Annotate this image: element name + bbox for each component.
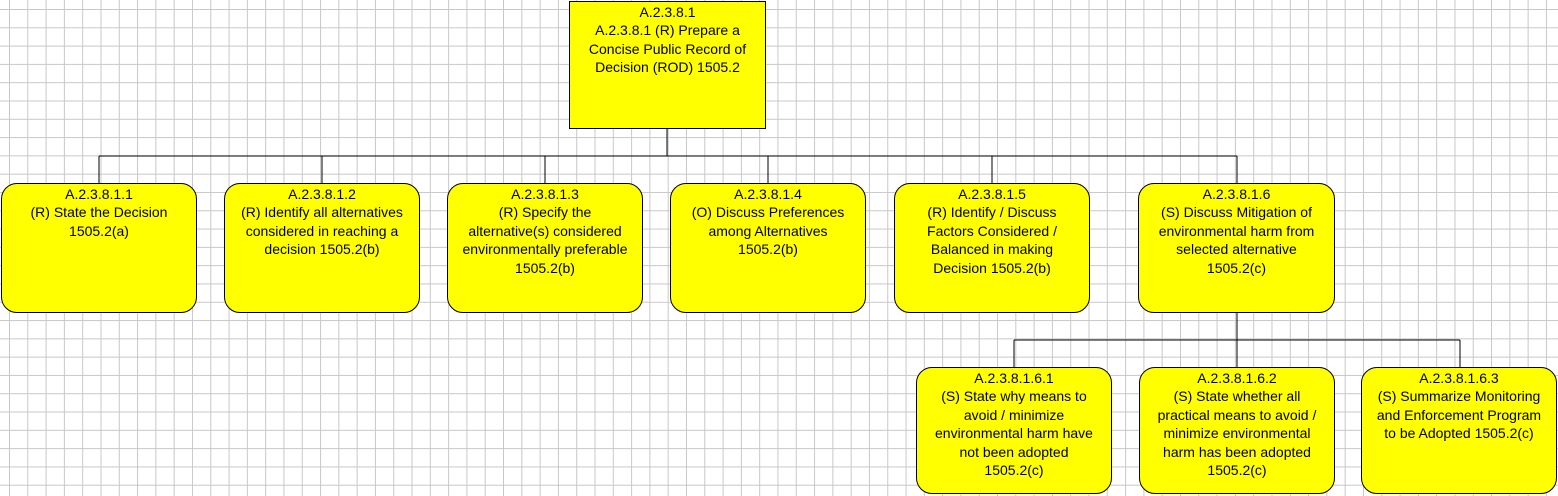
node-child-6[interactable]: A.2.3.8.1.6 (S) Discuss Mitigation of en… [1138,183,1335,313]
node-id: A.2.3.8.1.4 [734,186,802,202]
node-id: A.2.3.8.1.1 [65,186,133,202]
node-grandchild-2[interactable]: A.2.3.8.1.6.2 (S) State whether all prac… [1139,367,1335,494]
node-child-2[interactable]: A.2.3.8.1.2 (R) Identify all alternative… [224,183,420,313]
node-id: A.2.3.8.1.6 [1202,186,1271,202]
node-id: A.2.3.8.1.6.3 [1419,370,1499,386]
node-id: A.2.3.8.1.2 [288,186,356,202]
node-id: A.2.3.8.1.6.2 [1197,370,1277,386]
node-text: (S) Summarize Monitoring and Enforcement… [1376,388,1542,442]
node-child-4[interactable]: A.2.3.8.1.4 (O) Discuss Preferences amon… [670,183,866,313]
node-text: (S) State whether all practical means to… [1157,388,1317,479]
node-id: A.2.3.8.1.3 [511,186,579,202]
node-text: (R) Identify all alternatives considered… [241,204,403,258]
node-text: (O) Discuss Preferences among Alternativ… [691,204,845,258]
node-text: (S) State why means to avoid / minimize … [935,388,1093,479]
node-text: A.2.3.8.1 (R) Prepare a Concise Public R… [588,22,747,76]
node-grandchild-3[interactable]: A.2.3.8.1.6.3 (S) Summarize Monitoring a… [1361,367,1557,494]
node-id: A.2.3.8.1.5 [958,186,1026,202]
node-text: (R) State the Decision 1505.2(a) [30,204,168,239]
node-text: (S) Discuss Mitigation of environmental … [1158,204,1315,276]
node-child-1[interactable]: A.2.3.8.1.1 (R) State the Decision 1505.… [1,183,197,313]
node-child-5[interactable]: A.2.3.8.1.5 (R) Identify / Discuss Facto… [894,183,1090,313]
node-id: A.2.3.8.1.6.1 [974,370,1054,386]
node-root[interactable]: A.2.3.8.1 A.2.3.8.1 (R) Prepare a Concis… [569,1,766,129]
node-text: (R) Identify / Discuss Factors Considere… [927,204,1057,276]
node-id: A.2.3.8.1 [639,4,696,20]
node-text: (R) Specify the alternative(s) considere… [462,204,628,276]
node-child-3[interactable]: A.2.3.8.1.3 (R) Specify the alternative(… [447,183,643,313]
node-grandchild-1[interactable]: A.2.3.8.1.6.1 (S) State why means to avo… [916,367,1112,494]
